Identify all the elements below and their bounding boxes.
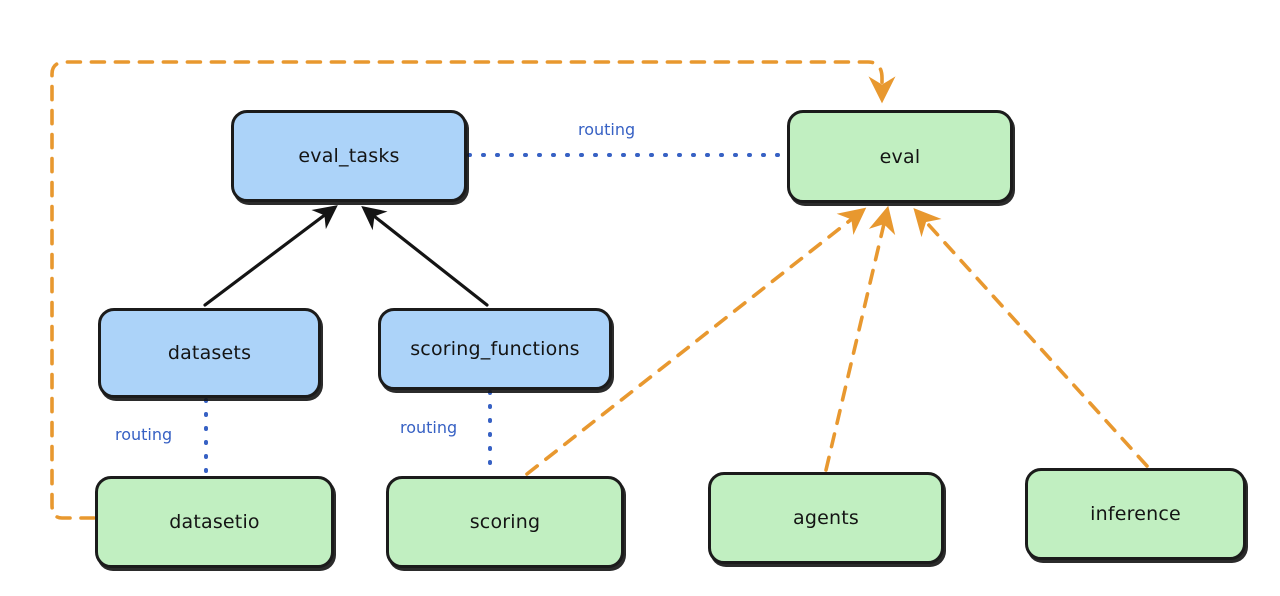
node-agents[interactable]: agents <box>708 472 944 564</box>
node-datasetio[interactable]: datasetio <box>95 476 334 568</box>
node-datasets[interactable]: datasets <box>98 308 321 398</box>
node-scoring[interactable]: scoring <box>386 476 624 568</box>
node-scoring-functions[interactable]: scoring_functions <box>378 308 612 390</box>
edge-agents-to-eval <box>824 205 896 472</box>
node-eval-label: eval <box>879 145 921 168</box>
edge-label-routing-scoring-functions-scoring: routing <box>400 418 458 437</box>
node-datasetio-label: datasetio <box>169 511 260 533</box>
edge-datasetio-to-eval <box>50 60 896 520</box>
edge-inference-to-eval <box>913 207 1149 468</box>
node-inference-label: inference <box>1090 503 1181 525</box>
node-eval-tasks[interactable]: eval_tasks <box>231 110 467 202</box>
node-eval[interactable]: eval <box>787 110 1013 203</box>
edge-label-routing-eval-tasks-eval: routing <box>578 120 636 139</box>
edge-scoring-to-eval <box>525 207 867 476</box>
edge-scoring-functions-to-eval-tasks <box>361 206 489 307</box>
node-datasets-label: datasets <box>167 342 252 364</box>
node-scoring-label: scoring <box>469 511 541 533</box>
node-inference[interactable]: inference <box>1025 468 1246 560</box>
node-agents-label: agents <box>793 507 859 529</box>
node-scoring-functions-label: scoring_functions <box>410 338 580 360</box>
edge-datasets-to-eval-tasks <box>203 205 338 307</box>
edge-label-routing-datasets-datasetio: routing <box>115 425 173 444</box>
node-eval-tasks-label: eval_tasks <box>298 145 400 167</box>
